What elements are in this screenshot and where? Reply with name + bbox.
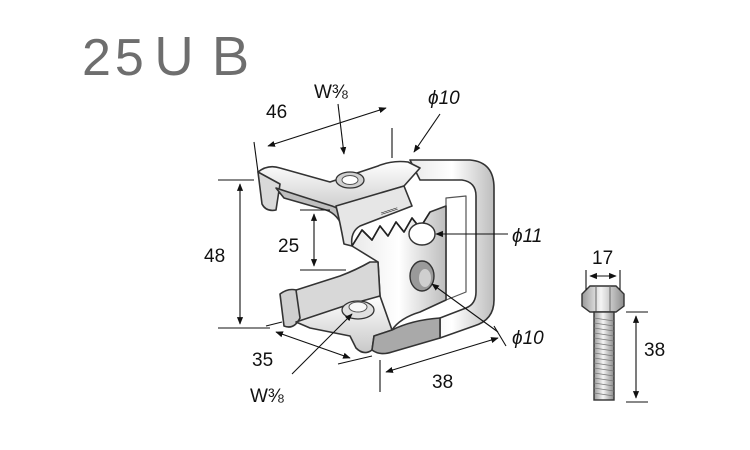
bolt-head: [581, 285, 625, 313]
bracket-top-lip: [257, 171, 281, 212]
label-top-hole: ϕ10: [428, 88, 460, 109]
bracket-window: [445, 195, 467, 301]
leader-top-hole: [413, 113, 441, 153]
bolt-threads: [593, 317, 615, 397]
bracket-lower-lip: [279, 288, 301, 328]
dim-line-38: [385, 337, 499, 373]
leader-lower-hole: [431, 283, 499, 333]
side-hole-11: [408, 222, 436, 246]
leader-bottom-bolt: [291, 313, 353, 375]
label-bolt-17: 17: [592, 248, 613, 269]
label-bottom-bolt: W⅜: [250, 386, 284, 407]
dim-line-46: [267, 107, 387, 147]
label-top-bolt: W⅜: [314, 82, 348, 103]
leader-top-bolt: [337, 103, 347, 155]
label-bolt-38: 38: [644, 340, 665, 361]
label-46: 46: [266, 102, 287, 123]
product-title: 25ＵＢ: [82, 29, 260, 87]
beam-clamp-bracket: ═══: [257, 159, 495, 355]
label-38: 38: [432, 372, 453, 393]
label-48: 48: [204, 246, 225, 267]
bracket-teeth: [351, 211, 431, 247]
label-lower-hole: ϕ10: [512, 328, 544, 349]
label-35: 35: [252, 350, 273, 371]
dim-line-35: [275, 331, 351, 359]
dimension-lines: [218, 103, 508, 392]
bolt-dimension-lines: [585, 270, 648, 403]
label-side-hole: ϕ11: [512, 226, 542, 247]
label-25: 25: [278, 236, 299, 257]
hex-bolt: [581, 285, 625, 401]
